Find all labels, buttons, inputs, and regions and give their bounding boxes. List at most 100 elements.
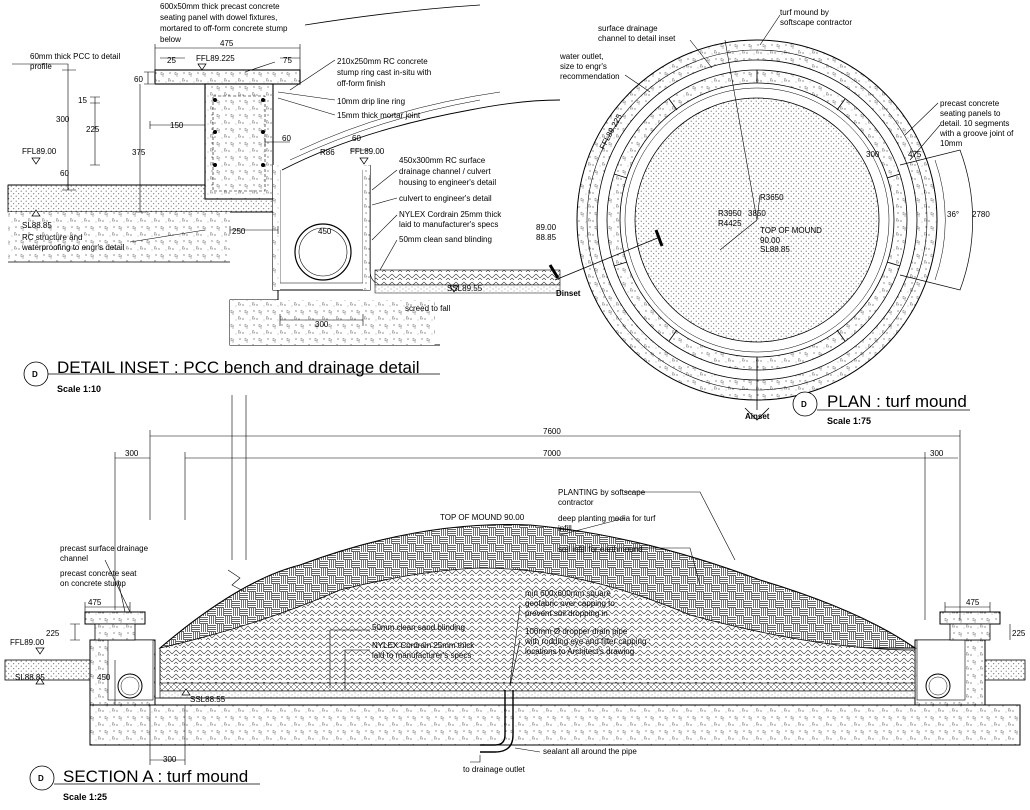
plan-panel-label-3: detail. 10 segments bbox=[940, 119, 1009, 128]
detail-culvert-pipe bbox=[294, 223, 352, 281]
section-marker: D bbox=[38, 774, 44, 783]
detail-ring-label-1: 210x250mm RC concrete bbox=[337, 57, 428, 66]
detail-seat-panel-label-2: seating panel with dowel fixtures, bbox=[160, 13, 277, 22]
section-texts: TOP OF MOUND 90.00 PLANTING by softscape… bbox=[10, 427, 1026, 774]
detail-scale: Scale 1:10 bbox=[57, 384, 101, 394]
section-drawing bbox=[4, 395, 1026, 753]
detail-dim-15: 15 bbox=[78, 96, 87, 105]
section-outlet-label: to drainage outlet bbox=[463, 765, 526, 774]
section-leaders bbox=[104, 491, 736, 763]
detail-level-ssl: SSL89.55 bbox=[447, 284, 483, 293]
detail-dim-60a: 60 bbox=[134, 75, 143, 84]
section-pipe-label-2: with rodding eye and filter capping : bbox=[524, 637, 651, 646]
detail-dim-225: 225 bbox=[86, 125, 100, 134]
plan-turf-label-2: softscape contractor bbox=[780, 18, 852, 27]
section-dim-450: 450 bbox=[97, 673, 111, 682]
section-pipe-label-1: 100mm Ø dropper drain pipe bbox=[525, 627, 628, 636]
detail-culvert-label: culvert to engineer's detail bbox=[399, 194, 492, 203]
section-nylex-label-1: NYLEX Cordrain 25mm thick bbox=[372, 641, 475, 650]
detail-dim-475: 475 bbox=[220, 39, 234, 48]
detail-ring-label-3: off-form finish bbox=[337, 79, 385, 88]
section-dim-225-right: 225 bbox=[1012, 629, 1026, 638]
section-dim-7000: 7000 bbox=[543, 449, 561, 458]
detail-seat-panel-label-4: below bbox=[160, 35, 181, 44]
detail-dim-450: 450 bbox=[318, 227, 332, 236]
plan-dim-r3650: R3650 bbox=[760, 193, 784, 202]
detail-texts: 600x50mm thick precast concrete seating … bbox=[21, 2, 502, 329]
detail-nylex-layer bbox=[374, 269, 561, 286]
plan-dim-475: 475 bbox=[908, 150, 922, 159]
section-ground-right bbox=[984, 659, 1026, 681]
detail-drip-label: 10mm drip line ring bbox=[337, 97, 405, 106]
detail-leaders bbox=[129, 59, 398, 271]
detail-level-ffl-left: FFL89.00 bbox=[22, 147, 57, 156]
section-dim-475-right: 475 bbox=[966, 598, 980, 607]
plan-cut-level-2: 88.85 bbox=[536, 233, 557, 242]
plan-drawing bbox=[548, 39, 973, 421]
section-left-seat bbox=[84, 611, 146, 625]
section-dim-300-right: 300 bbox=[930, 449, 944, 458]
detail-mound-edge bbox=[281, 99, 561, 171]
detail-level-ffl-seat: FFL89.225 bbox=[196, 54, 235, 63]
plan-marker-bubble bbox=[792, 391, 818, 417]
section-dim-7600: 7600 bbox=[543, 427, 561, 436]
detail-title-block: D DETAIL INSET : PCC bench and drainage … bbox=[23, 358, 440, 394]
section-soil-label: soil infill for earthmound bbox=[558, 545, 642, 554]
plan-dinset-label: Dinset bbox=[556, 289, 581, 298]
section-level-ffl: FFL89.00 bbox=[10, 638, 45, 647]
plan-dim-3850: 3850 bbox=[748, 209, 766, 218]
detail-title: DETAIL INSET : PCC bench and drainage de… bbox=[57, 358, 420, 377]
section-channel-label-2: channel bbox=[60, 554, 88, 563]
section-right-pipe bbox=[925, 673, 951, 699]
detail-seat-panel bbox=[154, 69, 301, 85]
plan-ainset-label: Ainset bbox=[745, 412, 770, 421]
detail-sand-label: 50mm clean sand blinding bbox=[399, 235, 492, 244]
plan-title: PLAN : turf mound bbox=[827, 392, 967, 411]
plan-panel-label-2: seating panels to bbox=[940, 109, 1001, 118]
plan-turf-label-1: turf mound by bbox=[780, 8, 829, 17]
plan-top-label-3: SL88.85 bbox=[760, 245, 790, 254]
plan-scale: Scale 1:75 bbox=[827, 416, 871, 426]
detail-dim-60d: 60 bbox=[352, 134, 361, 143]
detail-nylex-label-2: laid to manufacturer's specs bbox=[399, 220, 498, 229]
section-dimension-lines bbox=[70, 430, 1011, 765]
section-media-label-2: infill bbox=[558, 524, 572, 533]
section-channel-label-1: precast surface drainage bbox=[60, 544, 149, 553]
detail-stump bbox=[204, 83, 274, 200]
detail-inset bbox=[7, 4, 561, 346]
section-sealant-label: sealant all around the pipe bbox=[543, 747, 637, 756]
detail-dim-60b: 60 bbox=[60, 169, 69, 178]
section-seat-label-2: on concrete stump bbox=[60, 579, 126, 588]
detail-dim-375: 375 bbox=[132, 148, 146, 157]
plan-water-label-3: recommendation bbox=[560, 72, 620, 81]
plan-dim-r4425: R4425 bbox=[718, 219, 742, 228]
detail-marker: D bbox=[32, 370, 38, 379]
section-top-label: TOP OF MOUND 90.00 bbox=[440, 513, 525, 522]
detail-seat-panel-label-1: 600x50mm thick precast concrete bbox=[160, 2, 280, 11]
section-sand-layer bbox=[159, 690, 916, 699]
section-dim-300-left: 300 bbox=[125, 449, 139, 458]
detail-level-sl: SL88.85 bbox=[22, 221, 52, 230]
section-media-label-1: deep planting media for turf bbox=[558, 514, 656, 523]
plan-panel-label-1: precast concrete bbox=[940, 99, 1000, 108]
section-dim-300-bottom: 300 bbox=[163, 755, 177, 764]
plan-dim-2780: 2780 bbox=[972, 210, 990, 219]
detail-screed-label: screed to fall bbox=[405, 304, 451, 313]
plan-title-block: D PLAN : turf mound Scale 1:75 bbox=[792, 391, 970, 426]
section-dim-475-left: 475 bbox=[88, 598, 102, 607]
section-title: SECTION A : turf mound bbox=[63, 767, 248, 786]
section-level-sl: SL88.85 bbox=[15, 673, 45, 682]
plan-dim-300: 300 bbox=[866, 150, 880, 159]
plan-section-cut-d bbox=[554, 236, 661, 281]
detail-rc-base bbox=[230, 300, 435, 345]
detail-channel-label-3: housing to engineer's detail bbox=[399, 178, 496, 187]
detail-rc-label-2: waterproofing to engr's detail bbox=[21, 243, 125, 252]
section-marker-bubble bbox=[29, 765, 55, 791]
detail-pcc-label-1: 60mm thick PCC to detail bbox=[30, 52, 120, 61]
plan-dim-angle: 36° bbox=[947, 210, 959, 219]
section-geo-label-3: prevent soil dropping in bbox=[525, 609, 608, 618]
section-planting-label-2: contractor bbox=[558, 498, 594, 507]
detail-dim-300: 300 bbox=[56, 115, 70, 124]
section-pipe-label-3: locations to Architect's drawing bbox=[525, 647, 634, 656]
